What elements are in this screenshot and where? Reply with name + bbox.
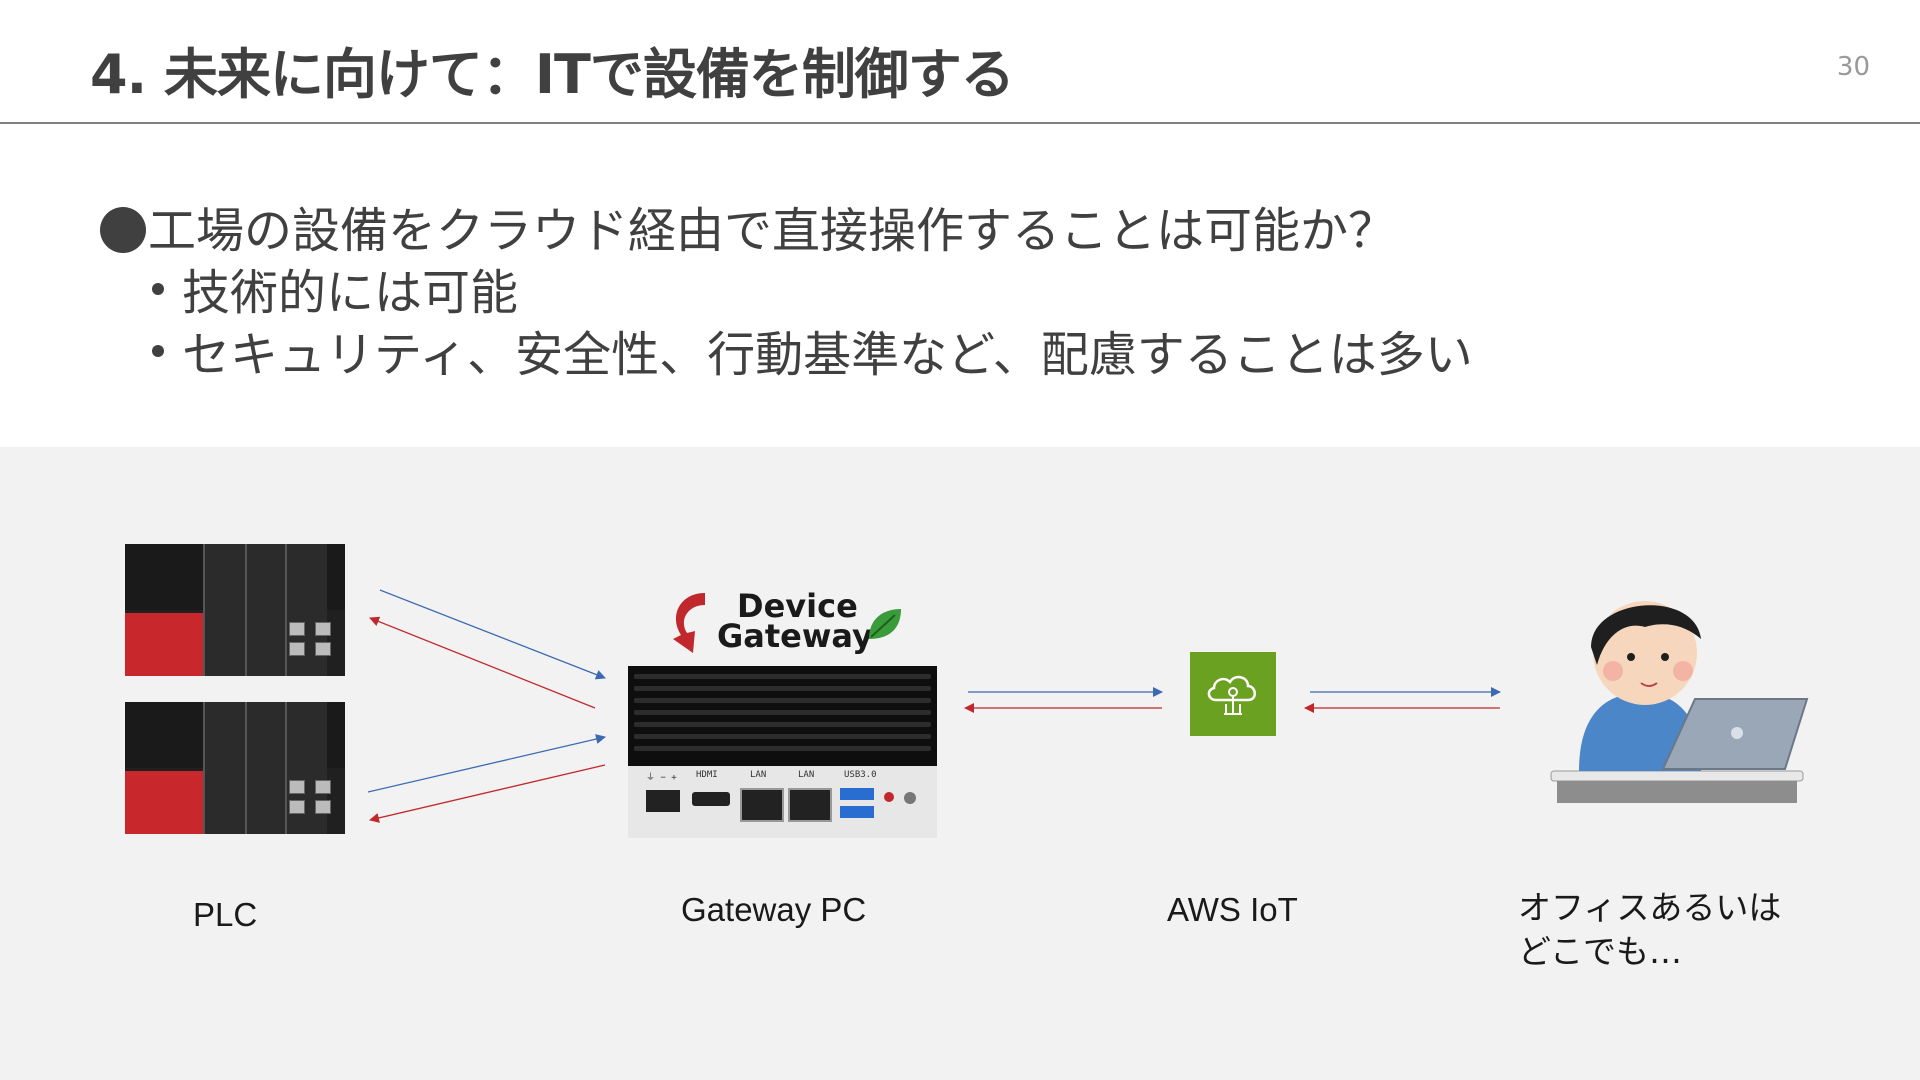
arrow-gateway-to-plc1	[370, 618, 595, 708]
gateway-pc-caption: Gateway PC	[681, 888, 866, 932]
plc-caption: PLC	[193, 893, 257, 937]
office-caption: オフィスあるいは どこでも…	[1518, 886, 1781, 974]
aws-iot-caption: AWS IoT	[1167, 888, 1298, 932]
arrow-gateway-to-plc2	[370, 765, 605, 820]
arrow-plc2-to-gateway	[368, 737, 605, 792]
arrow-plc1-to-gateway	[380, 590, 605, 678]
